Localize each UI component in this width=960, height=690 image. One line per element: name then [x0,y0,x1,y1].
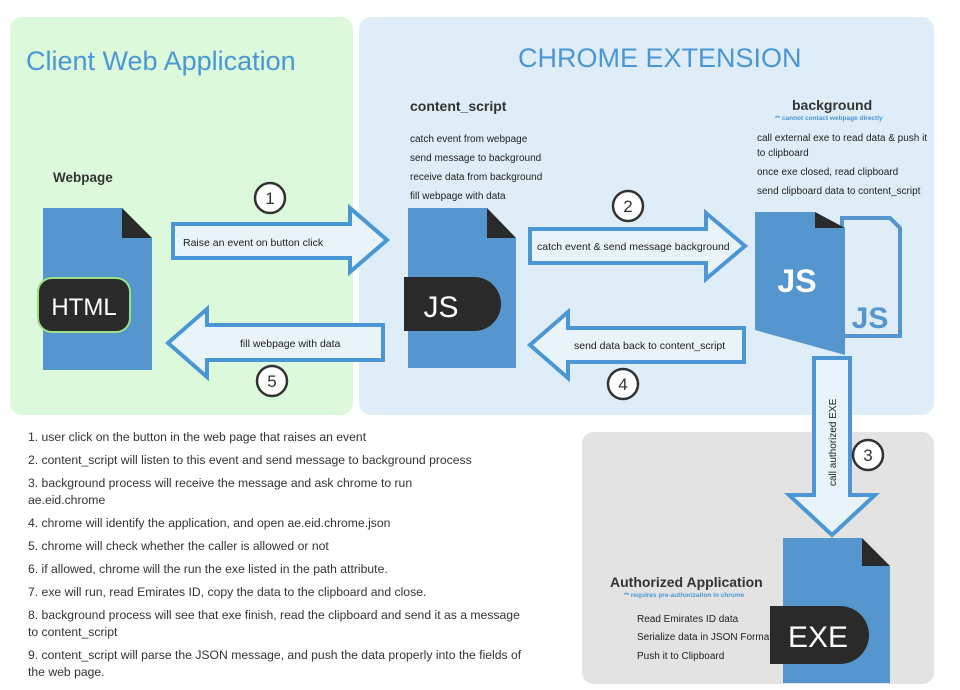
background-line: send clipboard data to content_script [757,186,921,197]
step-5-circle: 5 [255,364,289,398]
background-heading: background [792,97,873,113]
step-item: 3. background process will receive the m… [28,476,413,507]
background-js-file-icon: JS JS [755,212,902,355]
arrow-1-label: Raise an event on button click [183,237,324,249]
svg-text:2: 2 [623,197,632,216]
svg-text:EXE: EXE [788,621,848,654]
exe-file-icon: EXE [770,538,890,683]
arrow-3-label: call authorized EXE [828,398,839,486]
svg-text:1: 1 [265,189,274,208]
background-note: ** cannot contact webpage directly [775,115,883,122]
svg-text:3: 3 [863,446,872,465]
authorized-heading: Authorized Application [610,574,763,590]
step-item: 9. content_script will parse the JSON me… [28,648,522,679]
arrow-4-label: send data back to content_script [574,340,725,352]
content-script-line: send message to background [410,153,542,164]
step-3-circle: 3 [851,438,885,472]
step-2-circle: 2 [611,189,645,223]
arrow-5-label: fill webpage with data [240,338,341,350]
content-script-line: fill webpage with data [410,191,506,202]
step-1-circle: 1 [253,181,287,215]
arrow-2 [528,208,749,284]
arrow-1 [171,203,391,277]
svg-text:5: 5 [267,372,276,391]
svg-text:4: 4 [618,375,627,394]
content-script-heading: content_script [410,98,507,114]
background-line: once exe closed, read clipboard [757,167,899,178]
arrow-5 [164,304,385,382]
svg-text:JS: JS [852,302,889,335]
step-item: 5. chrome will check whether the caller … [28,539,329,553]
content-script-line: catch event from webpage [410,134,528,145]
step-item: 8. background process will see that exe … [28,608,520,639]
arrow-4 [526,307,746,383]
step-4-circle: 4 [606,367,640,401]
step-item: 2. content_script will listen to this ev… [28,453,472,467]
content-script-js-file-icon: JS [404,208,516,368]
svg-text:JS: JS [423,291,458,324]
extension-panel-title: CHROME EXTENSION [518,43,802,73]
background-line: to clipboard [757,148,809,159]
authorized-note: ** requires pre-authorization in chrome [624,592,745,599]
webpage-label: Webpage [53,170,113,185]
authorized-line: Read Emirates ID data [637,614,739,625]
authorized-line: Push it to Clipboard [637,651,725,662]
client-panel-title: Client Web Application [26,46,296,76]
svg-text:HTML: HTML [51,294,116,321]
svg-text:JS: JS [777,263,816,299]
authorized-line: Serialize data in JSON Format [637,632,773,643]
step-item: 1. user click on the button in the web p… [28,430,367,444]
arrow-3 [783,356,881,538]
arrow-2-label: catch event & send message background [537,241,730,253]
step-item: 7. exe will run, read Emirates ID, copy … [28,585,427,599]
step-item: 4. chrome will identify the application,… [28,516,391,530]
html-file-icon: HTML [37,208,152,370]
background-line: call external exe to read data & push it [757,133,928,144]
steps-list: 1. user click on the button in the web p… [28,429,568,687]
content-script-line: receive data from background [410,172,543,183]
step-item: 6. if allowed, chrome will the run the e… [28,562,388,576]
